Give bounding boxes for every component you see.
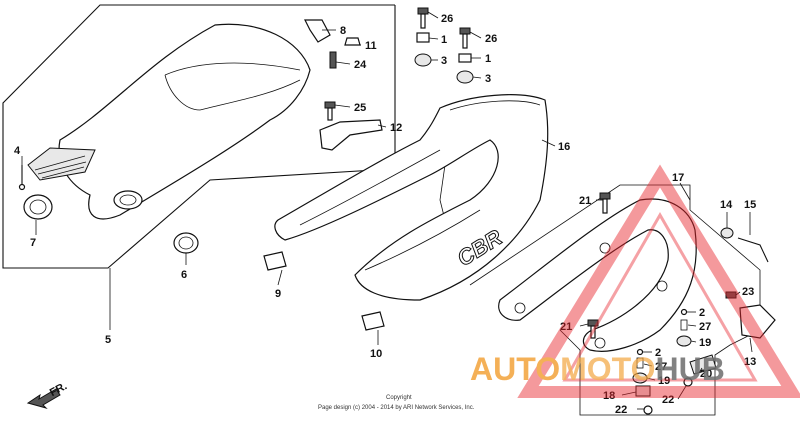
callout-15: 15 (744, 199, 756, 211)
bolt-24 (329, 51, 337, 69)
bolt-26-right (459, 27, 471, 49)
collar-1-right (458, 53, 472, 63)
watermark-auto: AUTO (470, 351, 560, 387)
callout-1b: 1 (485, 53, 491, 65)
collar-2-upper (680, 308, 688, 316)
spring-27-upper (680, 319, 688, 331)
callout-25: 25 (354, 102, 366, 114)
callout-5: 5 (105, 334, 111, 346)
front-direction-label: FR. (48, 380, 69, 399)
cable-15 (737, 237, 769, 263)
lock-13 (739, 304, 776, 339)
copyright-line-2: Page design (c) 2004 - 2014 by ARI Netwo… (318, 405, 475, 411)
callout-4: 4 (14, 145, 21, 157)
seat-part (27, 23, 311, 220)
callout-16: 16 (558, 141, 570, 153)
callout-2b: 2 (655, 347, 661, 359)
leader-lines (21, 11, 753, 410)
grommet-11 (344, 37, 361, 46)
collar-2-lower (636, 348, 644, 356)
callout-18: 18 (603, 390, 615, 402)
screw-22-lower (643, 405, 653, 415)
rubber-3-left (414, 53, 432, 67)
grab-rail-group-border (469, 184, 761, 416)
callout-27a: 27 (699, 321, 711, 333)
callout-2a: 2 (699, 307, 705, 319)
clip-18 (635, 385, 651, 397)
bolt-21-lower (587, 319, 599, 339)
watermark-hub: HUB (655, 351, 724, 387)
bolt-21-upper (599, 192, 611, 214)
callout-3b: 3 (485, 73, 491, 85)
grab-rail-17 (498, 198, 697, 352)
callout-19a: 19 (699, 337, 711, 349)
copyright-line-1: Copyright (386, 395, 412, 401)
callout-19b: 19 (658, 375, 670, 387)
bracket-8 (304, 19, 331, 43)
callout-13: 13 (744, 356, 756, 368)
callout-7: 7 (30, 237, 36, 249)
bolt-25 (324, 101, 336, 121)
front-arrow-icon (26, 388, 61, 409)
callout-20: 20 (700, 368, 712, 380)
callout-23: 23 (742, 286, 754, 298)
callout-3a: 3 (441, 55, 447, 67)
callout-1a: 1 (441, 34, 447, 46)
callout-9: 9 (275, 288, 281, 300)
rubber-pad-9 (263, 251, 287, 271)
latch-20 (689, 354, 717, 375)
bolt-4 (18, 165, 26, 191)
watermark-moto: MOTO (560, 351, 655, 387)
watermark-triangle-icon (517, 164, 800, 398)
bolt-26-left (417, 7, 429, 29)
callout-26b: 26 (485, 33, 497, 45)
callout-27b: 27 (655, 361, 667, 373)
callout-17: 17 (672, 172, 684, 184)
rear-cowl-16: CBR (274, 94, 549, 301)
callout-11: 11 (365, 40, 377, 52)
grommet-6 (173, 232, 199, 254)
washer-19-upper (676, 335, 692, 347)
rubber-pad-10 (361, 311, 385, 331)
rubber-3-right (456, 70, 474, 84)
automotohub-watermark: AUTOMOTOHUB (470, 164, 800, 398)
seat-lock-12 (319, 119, 383, 151)
callout-12: 12 (390, 122, 402, 134)
front-direction-indicator: FR. (26, 380, 69, 409)
callout-21a: 21 (579, 195, 591, 207)
grommet-7 (23, 194, 53, 220)
callout-21b: 21 (560, 321, 572, 333)
collar-1-left (416, 32, 430, 43)
callout-26a: 26 (441, 13, 453, 25)
callout-6: 6 (181, 269, 187, 281)
callout-labels: 8 11 24 26 1 3 26 1 3 25 12 16 4 7 6 5 9… (14, 13, 756, 416)
callout-10: 10 (370, 348, 382, 360)
screw-22-right (683, 377, 693, 387)
callout-14: 14 (720, 199, 733, 211)
callout-24: 24 (354, 59, 367, 71)
callout-22a: 22 (615, 404, 627, 416)
spring-27-lower (636, 357, 644, 369)
callout-22b: 22 (662, 394, 674, 406)
bolt-14 (720, 227, 734, 239)
callout-8: 8 (340, 25, 346, 37)
svg-text:AUTOMOTOHUB: AUTOMOTOHUB (470, 351, 725, 387)
